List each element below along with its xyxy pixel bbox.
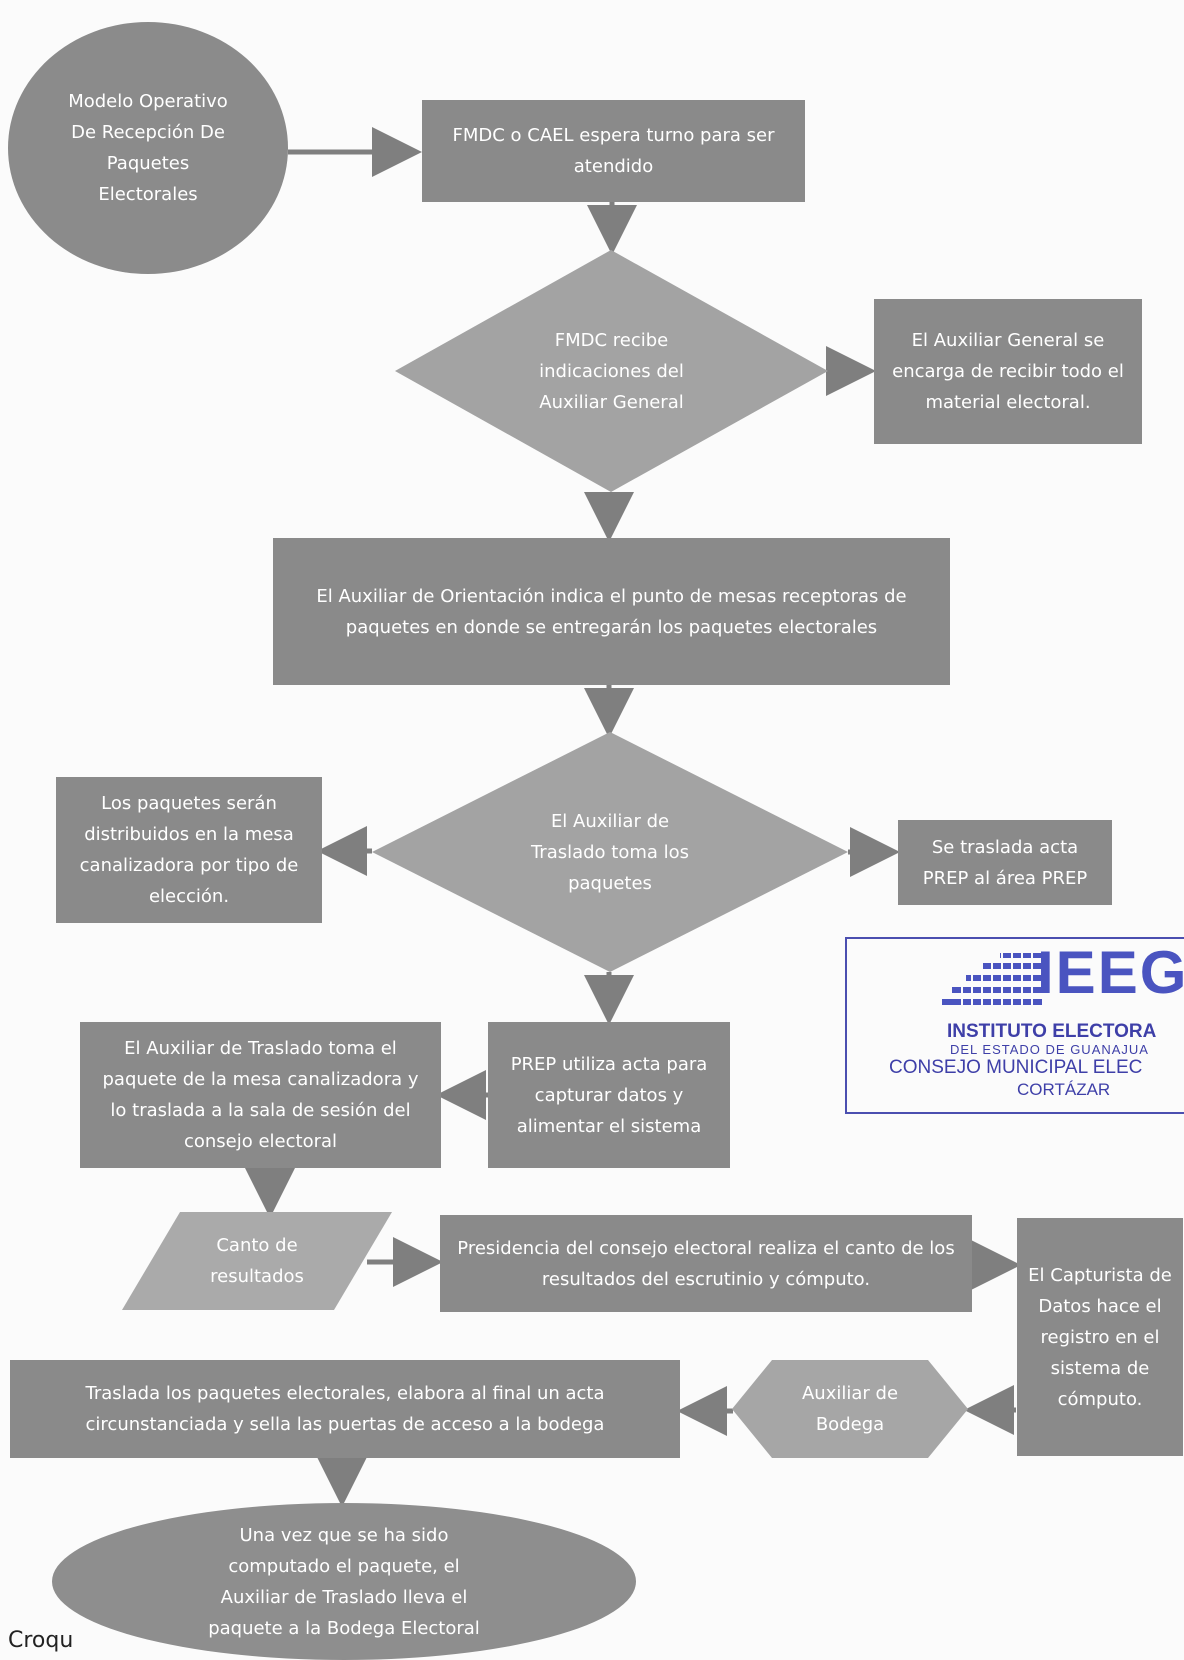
wait-turn-label: FMDC o CAEL espera turno para ser atendi…: [452, 125, 775, 177]
orientation-node: El Auxiliar de Orientación indica el pun…: [273, 538, 950, 685]
receive-instructions-decision: FMDC recibe indicaciones del Auxiliar Ge…: [395, 250, 828, 492]
end-node: Una vez que se ha sido computado el paqu…: [52, 1503, 636, 1660]
stamp-logo-icon: [942, 951, 1042, 1011]
capturista-label: El Capturista de Datos hace el registro …: [1028, 1264, 1172, 1410]
hexagon-shape: [732, 1360, 968, 1458]
prep-moved-node: Se traslada acta PREP al área PREP: [898, 820, 1112, 905]
transfer-takes-label: El Auxiliar de Traslado toma los paquete…: [530, 810, 690, 894]
bodega-aux-node: Auxiliar de Bodega: [732, 1360, 968, 1458]
stamp-line-3: CONSEJO MUNICIPAL ELEC: [889, 1057, 1143, 1078]
wait-turn-node: FMDC o CAEL espera turno para ser atendi…: [422, 100, 805, 202]
general-aux-label: El Auxiliar General se encarga de recibi…: [892, 330, 1124, 413]
presidency-label: Presidencia del consejo electoral realiz…: [457, 1237, 955, 1290]
distributed-label: Los paquetes serán distribuidos en la me…: [79, 793, 299, 907]
prep-moved-label: Se traslada acta PREP al área PREP: [922, 836, 1088, 889]
presidency-node: Presidencia del consejo electoral realiz…: [440, 1215, 972, 1312]
start-node-label: Modelo Operativo De Recepción De Paquete…: [68, 91, 228, 205]
diamond-shape: [372, 732, 848, 972]
diamond-shape: [395, 250, 828, 492]
stamp-line-1: INSTITUTO ELECTORA: [947, 1021, 1157, 1042]
moves-packages-label: Traslada los paquetes electorales, elabo…: [85, 1383, 605, 1435]
general-aux-node: El Auxiliar General se encarga de recibi…: [874, 299, 1142, 444]
transfer-takes-decision: El Auxiliar de Traslado toma los paquete…: [372, 732, 848, 972]
distributed-node: Los paquetes serán distribuidos en la me…: [56, 777, 322, 923]
canto-label: Canto de resultados: [210, 1235, 304, 1287]
parallelogram-shape: [122, 1212, 392, 1310]
stamp-logo-word: IEEG: [1037, 939, 1184, 1006]
stamp-line-4: CORTÁZAR: [1017, 1080, 1111, 1099]
receive-instructions-label: FMDC recibe indicaciones del Auxiliar Ge…: [539, 329, 684, 413]
start-node: Modelo Operativo De Recepción De Paquete…: [8, 22, 288, 274]
orientation-label: El Auxiliar de Orientación indica el pun…: [316, 585, 907, 638]
stamp-line-2: DEL ESTADO DE GUANAJUA: [950, 1042, 1149, 1057]
transfer-package-node: El Auxiliar de Traslado toma el paquete …: [80, 1022, 441, 1168]
end-node-label: Una vez que se ha sido computado el paqu…: [208, 1524, 480, 1639]
canto-node: Canto de resultados: [122, 1212, 392, 1310]
institution-stamp: IEEG INSTITUTO ELECTORA DEL ESTADO DE GU…: [845, 937, 1184, 1114]
footer-text: Croqu: [8, 1628, 74, 1653]
moves-packages-node: Traslada los paquetes electorales, elabo…: [10, 1360, 680, 1458]
bodega-aux-label: Auxiliar de Bodega: [801, 1383, 899, 1435]
capturista-node: El Capturista de Datos hace el registro …: [1017, 1218, 1183, 1456]
transfer-package-label: El Auxiliar de Traslado toma el paquete …: [102, 1038, 419, 1152]
prep-uses-node: PREP utiliza acta para capturar datos y …: [488, 1022, 730, 1168]
prep-uses-label: PREP utiliza acta para capturar datos y …: [510, 1053, 708, 1137]
